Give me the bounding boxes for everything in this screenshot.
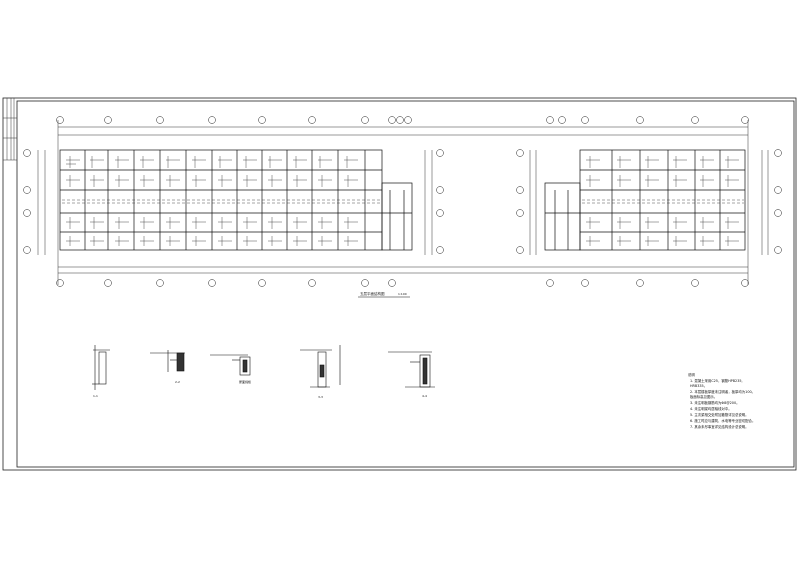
note-line: HRB335。 [690, 384, 707, 388]
binding-strip [3, 98, 17, 161]
note-line: 3. 未注明板钢筋均为Φ8@200。 [690, 400, 740, 405]
note-line: 板面标高见图示。 [690, 394, 717, 399]
note-line: 1. 混凝土采用C25，钢筋HPB235, [690, 378, 743, 383]
section-label-4: 3-3 [318, 395, 323, 399]
note-line: 4. 未注明梁均居轴线对中。 [690, 406, 732, 411]
notes-heading: 说明 [688, 372, 695, 377]
plan-scale: 1:100 [398, 292, 407, 296]
top-grid-bubbles [56, 116, 749, 124]
side-dimension-lines [37, 150, 769, 255]
section-4-4-detail [388, 351, 435, 388]
section-label-3: 屋面挑檐 [239, 379, 251, 384]
section-label-2: 2-2 [175, 380, 180, 384]
section-1-1-detail [92, 345, 110, 390]
right-plan-rebar-marks [582, 156, 744, 246]
section-2-2-detail [150, 350, 185, 372]
outer-frame [2, 97, 797, 471]
overall-dimension-lines [57, 120, 749, 285]
left-plan-rebar-marks [62, 156, 380, 246]
bottom-grid-bubbles [56, 279, 749, 287]
section-3-3-detail [300, 345, 341, 388]
section-label-1: 1-1 [93, 394, 98, 398]
inner-frame [16, 100, 795, 468]
side-grid-bubbles [23, 149, 782, 254]
roof-eave-detail [210, 354, 251, 376]
section-label-5: 4-4 [422, 394, 427, 398]
right-floor-plan [544, 149, 746, 251]
note-line: 6. 施工时应与建筑、水电等专业密切配合。 [690, 418, 755, 423]
note-line: 5. 主次梁相交处附加箍筋详见总说明。 [690, 412, 749, 417]
plan-title: 五层平面结构图 [360, 291, 385, 296]
note-line: 7. 其余未尽事宜详见结构设计总说明。 [690, 424, 749, 429]
note-line: 2. 本层楼板厚度未注明者，板厚均为100。 [690, 389, 755, 394]
